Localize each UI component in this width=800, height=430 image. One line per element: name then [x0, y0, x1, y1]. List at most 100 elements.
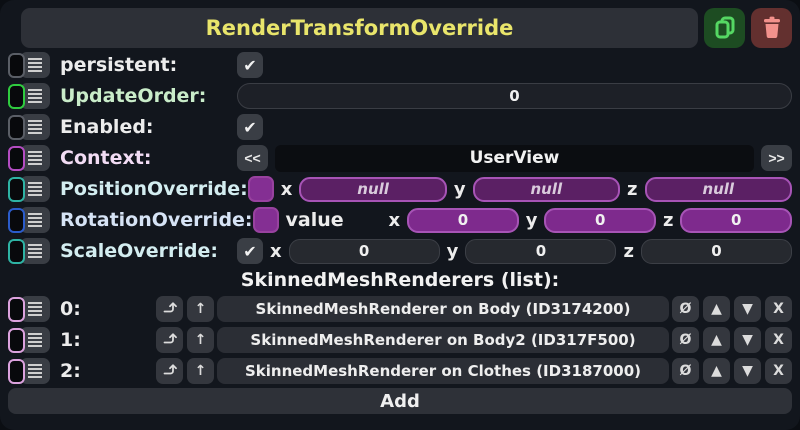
row-lead: [8, 238, 60, 264]
drag-handle[interactable]: [20, 176, 50, 202]
remove-item-button[interactable]: X: [765, 327, 792, 353]
type-badge[interactable]: [8, 176, 25, 202]
remove-item-button[interactable]: X: [765, 358, 792, 384]
hamburger-icon: [28, 333, 42, 347]
enabled-checkbox[interactable]: ✔: [237, 114, 263, 140]
row-lead: [8, 114, 60, 140]
component-title: RenderTransformOverride: [21, 8, 698, 48]
hamburger-icon: [28, 58, 42, 72]
list-item-reference[interactable]: SkinnedMeshRenderer on Clothes (ID318700…: [217, 358, 669, 384]
add-item-button[interactable]: Add: [8, 388, 792, 414]
set-null-button[interactable]: Ø: [672, 296, 699, 322]
hamburger-icon: [28, 302, 42, 316]
list-index-label: 1:: [60, 329, 81, 351]
field-row-persistent: persistent: ✔: [8, 51, 792, 79]
list-item-reference[interactable]: SkinnedMeshRenderer on Body (ID3174200): [217, 296, 669, 322]
positionoverride-x-field[interactable]: null: [299, 176, 447, 202]
hamburger-icon: [28, 151, 42, 165]
row-lead: [8, 207, 60, 233]
y-axis-label: y: [453, 178, 466, 200]
remove-item-button[interactable]: X: [765, 296, 792, 322]
x-axis-label: x: [270, 240, 282, 262]
field-label: UpdateOrder:: [60, 85, 207, 107]
type-badge[interactable]: [8, 327, 25, 353]
move-up-button[interactable]: ▲: [703, 296, 730, 322]
copy-icon: [712, 14, 738, 43]
field-label: ScaleOverride:: [60, 240, 218, 262]
positionoverride-z-field[interactable]: null: [644, 176, 792, 202]
corner-arrow-icon: [162, 300, 177, 319]
list-index-label: 0:: [60, 298, 81, 320]
scaleoverride-z-field[interactable]: 0: [640, 238, 792, 264]
rotationoverride-y-field[interactable]: 0: [544, 207, 656, 233]
drag-handle[interactable]: [20, 238, 50, 264]
positionoverride-nullable-checkbox[interactable]: [247, 176, 274, 202]
rotationoverride-nullable-checkbox[interactable]: [252, 207, 279, 233]
drag-handle[interactable]: [20, 83, 50, 109]
y-axis-label: y: [446, 240, 459, 262]
type-badge[interactable]: [8, 52, 25, 78]
persistent-checkbox[interactable]: ✔: [237, 52, 263, 78]
context-next-button[interactable]: >>: [761, 145, 792, 171]
scaleoverride-x-field[interactable]: 0: [288, 238, 440, 264]
drag-handle[interactable]: [20, 52, 50, 78]
drag-handle[interactable]: [20, 327, 50, 353]
duplicate-button[interactable]: [704, 8, 745, 48]
type-badge[interactable]: [8, 114, 25, 140]
list-row: 2: ↑ SkinnedMeshRenderer on Clothes (ID3…: [8, 357, 792, 385]
positionoverride-y-field[interactable]: null: [472, 176, 621, 202]
type-badge[interactable]: [8, 207, 25, 233]
context-prev-button[interactable]: <<: [237, 145, 268, 171]
field-label: PositionOverride:: [60, 178, 248, 200]
list-row: 1: ↑ SkinnedMeshRenderer on Body2 (ID317…: [8, 326, 792, 354]
raise-reference-button[interactable]: ↑: [187, 327, 214, 353]
z-axis-label: z: [662, 209, 674, 231]
hamburger-icon: [28, 120, 42, 134]
field-row-context: Context: << UserView >>: [8, 144, 792, 172]
type-badge[interactable]: [8, 83, 25, 109]
move-down-button[interactable]: ▼: [734, 358, 761, 384]
delete-button[interactable]: [751, 8, 792, 48]
drag-handle[interactable]: [20, 145, 50, 171]
set-null-button[interactable]: Ø: [672, 358, 699, 384]
z-axis-label: z: [623, 240, 634, 262]
scaleoverride-nullable-checkbox[interactable]: ✔: [237, 238, 263, 264]
row-lead: [8, 327, 60, 353]
updateorder-input[interactable]: 0: [237, 83, 792, 109]
context-value-field[interactable]: UserView: [275, 144, 754, 172]
list-header: SkinnedMeshRenderers (list):: [240, 269, 560, 291]
row-lead: [8, 52, 60, 78]
list-row: 0: ↑ SkinnedMeshRenderer on Body (ID3174…: [8, 295, 792, 323]
move-down-button[interactable]: ▼: [734, 327, 761, 353]
row-lead: [8, 296, 60, 322]
drag-handle[interactable]: [20, 358, 50, 384]
field-row-updateorder: UpdateOrder: 0: [8, 82, 792, 110]
move-up-button[interactable]: ▲: [703, 358, 730, 384]
raise-reference-button[interactable]: ↑: [187, 358, 214, 384]
field-label: persistent:: [60, 54, 178, 76]
drag-handle[interactable]: [20, 207, 50, 233]
type-badge[interactable]: [8, 145, 25, 171]
y-axis-label: y: [525, 209, 538, 231]
rotationoverride-x-field[interactable]: 0: [407, 207, 519, 233]
raise-reference-button[interactable]: ↑: [187, 296, 214, 322]
rotationoverride-z-field[interactable]: 0: [680, 207, 793, 233]
jump-to-reference-button[interactable]: [156, 296, 183, 322]
move-down-button[interactable]: ▼: [734, 296, 761, 322]
drag-handle[interactable]: [20, 114, 50, 140]
type-badge[interactable]: [8, 296, 25, 322]
type-badge[interactable]: [8, 358, 25, 384]
set-null-button[interactable]: Ø: [672, 327, 699, 353]
drag-handle[interactable]: [20, 296, 50, 322]
hamburger-icon: [28, 213, 42, 227]
hamburger-icon: [28, 364, 42, 378]
scaleoverride-y-field[interactable]: 0: [465, 238, 617, 264]
list-item-reference[interactable]: SkinnedMeshRenderer on Body2 (ID317F500): [217, 327, 669, 353]
hamburger-icon: [28, 89, 42, 103]
jump-to-reference-button[interactable]: [156, 358, 183, 384]
move-up-button[interactable]: ▲: [703, 327, 730, 353]
field-row-rotationoverride: RotationOverride: value x 0 y 0 z 0: [8, 206, 793, 234]
type-badge[interactable]: [8, 238, 25, 264]
corner-arrow-icon: [162, 362, 177, 381]
jump-to-reference-button[interactable]: [156, 327, 183, 353]
